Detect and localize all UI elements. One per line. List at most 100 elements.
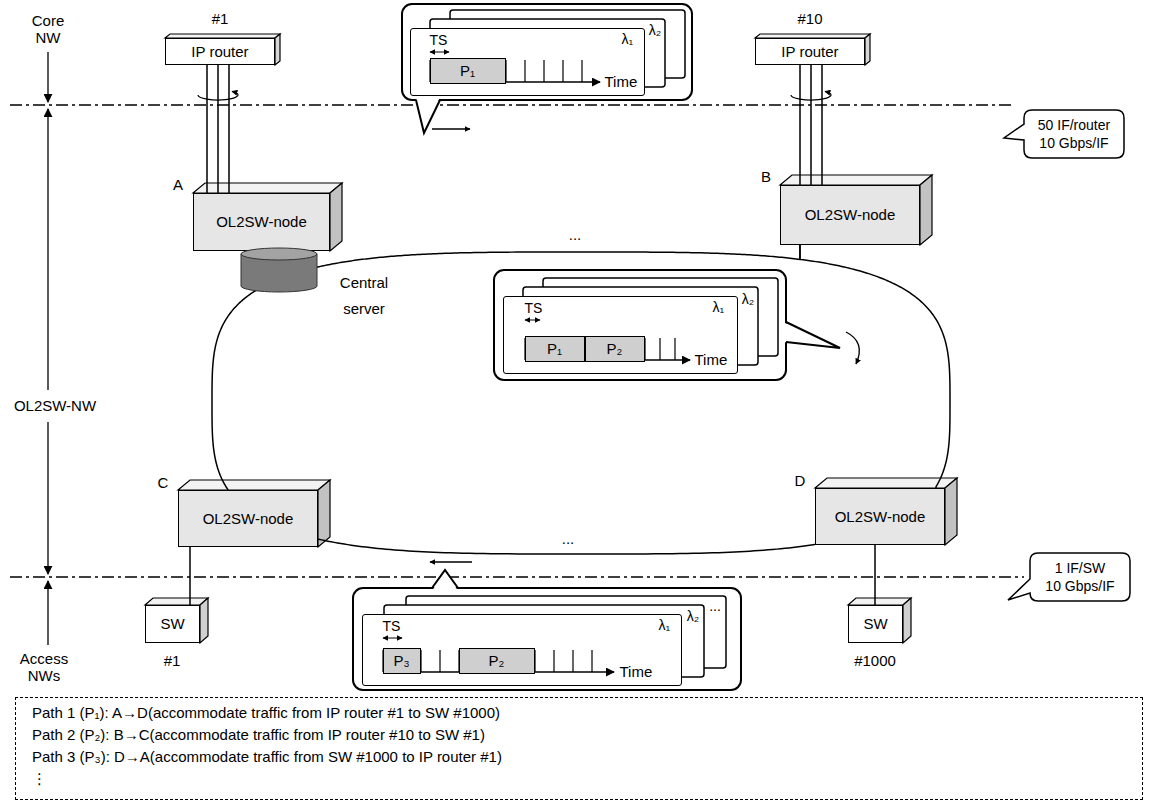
wavelength-front — [362, 614, 682, 686]
node-text: P₃ — [393, 652, 409, 670]
path-slot: P₁ — [525, 336, 585, 362]
node-text: λ₁ — [713, 299, 725, 316]
timeslot-callout — [353, 562, 741, 690]
box-top-face — [178, 480, 330, 490]
timeslot-callout — [402, 4, 692, 133]
callout-frame — [353, 588, 741, 690]
node-text: Time — [695, 351, 728, 369]
network-layer-label: Access NWs — [16, 650, 72, 685]
callout-number: #10 — [797, 10, 822, 27]
callout-outline — [1008, 553, 1130, 601]
slot-tick — [572, 650, 573, 672]
slot-tick — [543, 60, 544, 82]
box-side-face — [330, 183, 342, 251]
node-text: P₂ — [607, 340, 623, 358]
ol2sw-node: OL2SW-node — [815, 488, 945, 545]
server-cylinder — [240, 247, 318, 293]
node-text: P₁ — [460, 62, 475, 80]
node-text: OL2SW-node — [216, 213, 307, 231]
spec-callout: 50 IF/router10 Gbps/IF — [1024, 110, 1124, 158]
node-text: Time — [605, 73, 638, 91]
timeslot-callout — [494, 270, 859, 380]
ol2sw-node: OL2SW-node — [780, 185, 920, 245]
wavelength-label: λ₂ — [742, 291, 754, 307]
node-text: 1 IF/SW — [1055, 559, 1106, 577]
link-line — [800, 245, 950, 488]
network-boundary — [10, 576, 1024, 577]
box-side-face — [945, 478, 957, 545]
node-text: λ₁ — [622, 31, 634, 48]
ip-router-box: IP router — [165, 38, 275, 65]
box-side-face — [920, 175, 932, 245]
slot-tick — [524, 60, 525, 82]
ip-router-box: IP router — [755, 38, 865, 65]
node-text: SW — [863, 615, 887, 633]
callout-tail — [786, 322, 840, 348]
slot-width-arrow — [383, 638, 402, 639]
box-side-face — [865, 34, 870, 65]
path-notes: Path 1 (P₁): A→D(accommodate traffic fro… — [15, 697, 1143, 800]
node-text: Time — [620, 663, 653, 681]
direction-arrow — [846, 332, 859, 364]
node-text: P₂ — [489, 652, 505, 670]
callout-frame — [402, 4, 692, 100]
node-text: 10 Gbps/IF — [1045, 577, 1114, 595]
box-side-face — [200, 598, 208, 643]
path-slot: P₂ — [585, 336, 645, 362]
slot-tick — [581, 60, 582, 82]
node-text: Path 2 (P₂): B→C(accommodate traffic fro… — [32, 724, 1126, 746]
ellipsis-mark: ... — [569, 226, 582, 243]
node-text: SW — [160, 615, 184, 633]
node-letter: C — [158, 474, 169, 491]
box-top-face — [848, 598, 911, 605]
box-side-face — [318, 480, 330, 547]
callout-frame — [494, 270, 786, 380]
node-text: OL2SW-node — [203, 510, 294, 528]
wavelength-label: λ₂ — [649, 22, 661, 38]
direction-arrow — [432, 128, 470, 129]
link-line — [300, 245, 800, 272]
callout-number: #1 — [212, 10, 229, 27]
network-boundary — [10, 104, 1012, 105]
box-top-face — [145, 598, 208, 605]
ellipsis-mark: ... — [562, 530, 575, 547]
access-switch: SW — [145, 605, 200, 643]
node-letter: B — [761, 168, 771, 185]
node-text: ⋮ — [32, 768, 1126, 790]
ol2sw-node: OL2SW-node — [193, 193, 330, 251]
callout-number: #1 — [164, 652, 181, 669]
network-layer-label: OL2SW-NW — [14, 397, 96, 414]
wavelength-front — [410, 28, 645, 96]
slot-tick — [562, 60, 563, 82]
node-text: TS — [383, 618, 401, 635]
box-side-face — [275, 34, 280, 65]
callout-outline — [1004, 110, 1124, 158]
node-text: IP router — [191, 43, 248, 61]
link-line — [207, 65, 229, 193]
spec-callout: 1 IF/SW10 Gbps/IF — [1030, 553, 1130, 601]
node-text: Path 1 (P₁): A→D(accommodate traffic fro… — [32, 702, 1126, 724]
box-top-face — [193, 183, 342, 193]
node-text: P₁ — [547, 340, 562, 358]
slot-tick — [553, 650, 554, 672]
ol2sw-node: OL2SW-node — [178, 490, 318, 547]
slot-tick — [591, 650, 592, 672]
slot-tick — [534, 650, 535, 672]
network-layer-label: Core NW — [28, 12, 68, 47]
slot-tick — [505, 60, 506, 82]
wavelength-label: λ₂ — [687, 608, 699, 624]
access-switch: SW — [848, 605, 903, 643]
extent-arrow — [47, 109, 48, 390]
node-letter: D — [795, 472, 806, 489]
path-slot: P₁ — [430, 58, 506, 84]
node-text: TS — [525, 300, 543, 317]
box-side-face — [903, 598, 911, 643]
callout-tail — [432, 570, 458, 588]
node-text: λ₁ — [659, 617, 671, 634]
path-slot: P₂ — [459, 648, 535, 674]
node-text: OL2SW-node — [835, 508, 926, 526]
node-text: Central server — [333, 270, 395, 321]
extent-arrow — [47, 581, 48, 645]
